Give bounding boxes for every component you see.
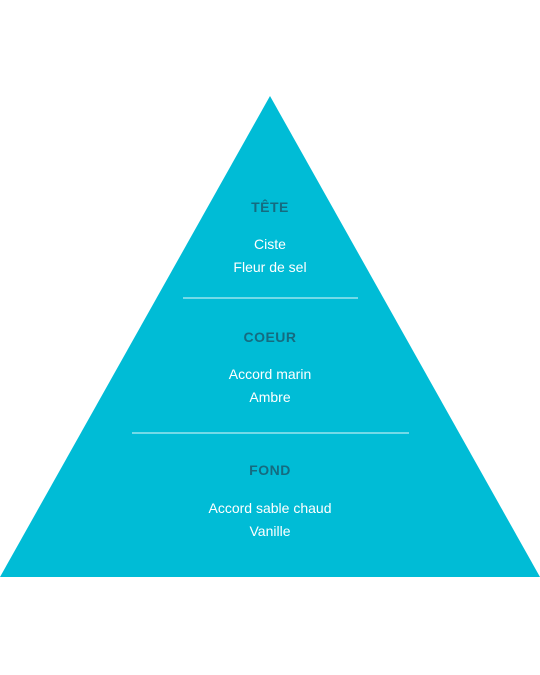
- tier-title-middle: COEUR: [243, 329, 297, 345]
- tier-top-note-2: Fleur de sel: [233, 259, 307, 275]
- tier-top-note-1: Ciste: [254, 236, 286, 252]
- tier-title-top: TÊTE: [251, 199, 289, 215]
- tier-middle-note-2: Ambre: [249, 389, 291, 405]
- pyramid-triangle: [0, 96, 540, 577]
- tier-bottom-note-2: Vanille: [249, 523, 291, 539]
- tier-title-bottom: FOND: [249, 462, 291, 478]
- tier-middle-note-1: Accord marin: [228, 366, 312, 382]
- tier-bottom-note-1: Accord sable chaud: [208, 500, 332, 516]
